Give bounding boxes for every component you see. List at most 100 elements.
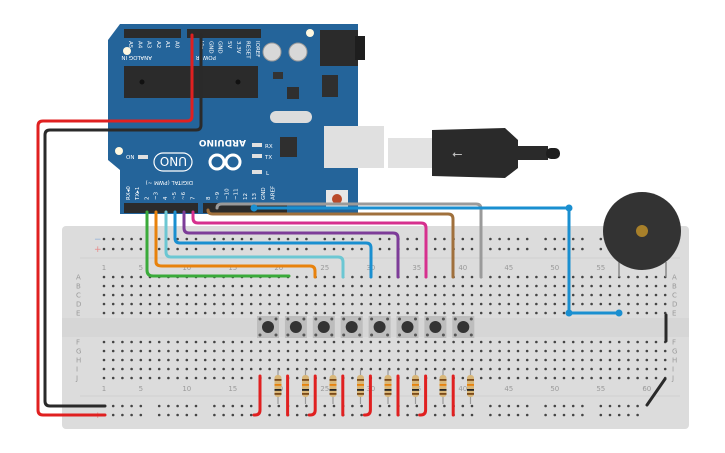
hole[interactable] <box>608 275 612 279</box>
rail-hole[interactable] <box>102 237 106 241</box>
hole[interactable] <box>157 376 161 380</box>
hole[interactable] <box>636 340 639 344</box>
hole[interactable] <box>424 302 428 306</box>
hole[interactable] <box>516 302 520 306</box>
hole[interactable] <box>627 293 630 297</box>
hole[interactable] <box>608 349 612 353</box>
hole[interactable] <box>461 349 465 353</box>
hole[interactable] <box>369 367 373 371</box>
rail-hole[interactable] <box>157 404 161 408</box>
hole[interactable] <box>203 376 207 380</box>
hole[interactable] <box>167 302 170 306</box>
wire-resistor-power-red[interactable] <box>362 374 372 417</box>
hole[interactable] <box>332 275 336 279</box>
hole[interactable] <box>295 293 299 297</box>
hole[interactable] <box>627 358 630 362</box>
rail-hole[interactable] <box>498 247 501 251</box>
rail-hole[interactable] <box>433 237 437 241</box>
rail-hole[interactable] <box>305 237 308 241</box>
rail-hole[interactable] <box>461 237 465 241</box>
hole[interactable] <box>185 349 189 353</box>
wire-joint[interactable] <box>615 309 623 317</box>
hole[interactable] <box>571 367 575 371</box>
hole[interactable] <box>351 376 354 380</box>
hole[interactable] <box>130 367 133 371</box>
hole[interactable] <box>461 293 465 297</box>
hole[interactable] <box>102 302 106 306</box>
hole[interactable] <box>213 302 216 306</box>
hole[interactable] <box>516 349 520 353</box>
hole[interactable] <box>581 340 584 344</box>
hole[interactable] <box>102 293 106 297</box>
hole[interactable] <box>498 284 501 288</box>
hole[interactable] <box>203 358 207 362</box>
rail-hole[interactable] <box>433 413 437 417</box>
rail-hole[interactable] <box>286 247 290 251</box>
hole[interactable] <box>470 340 474 344</box>
hole[interactable] <box>516 340 520 344</box>
hole[interactable] <box>378 275 382 279</box>
rail-hole[interactable] <box>544 404 547 408</box>
hole[interactable] <box>443 358 446 362</box>
rail-hole[interactable] <box>268 413 271 417</box>
rail-hole[interactable] <box>544 413 547 417</box>
hole[interactable] <box>590 340 593 344</box>
hole[interactable] <box>268 349 271 353</box>
hole[interactable] <box>581 376 584 380</box>
hole[interactable] <box>663 349 667 353</box>
hole[interactable] <box>332 311 336 315</box>
rail-hole[interactable] <box>305 404 308 408</box>
rail-hole[interactable] <box>415 247 419 251</box>
hole[interactable] <box>544 358 547 362</box>
wire-resistor-power-red[interactable] <box>307 374 317 417</box>
hole[interactable] <box>397 293 400 297</box>
rail-hole[interactable] <box>277 237 281 241</box>
hole[interactable] <box>213 311 216 315</box>
hole[interactable] <box>654 340 658 344</box>
hole[interactable] <box>139 275 143 279</box>
hole[interactable] <box>627 302 630 306</box>
hole[interactable] <box>369 358 373 362</box>
rail-hole[interactable] <box>121 404 124 408</box>
rail-hole[interactable] <box>562 413 566 417</box>
hole[interactable] <box>259 349 262 353</box>
resistor[interactable] <box>274 369 282 404</box>
hole[interactable] <box>222 367 225 371</box>
rail-hole[interactable] <box>249 237 253 241</box>
hole[interactable] <box>259 302 262 306</box>
hole[interactable] <box>608 284 612 288</box>
rail-hole[interactable] <box>130 247 133 251</box>
hole[interactable] <box>167 311 170 315</box>
hole[interactable] <box>111 367 115 371</box>
rail-hole[interactable] <box>121 247 124 251</box>
hole[interactable] <box>516 293 520 297</box>
hole[interactable] <box>443 275 446 279</box>
hole[interactable] <box>608 302 612 306</box>
hole[interactable] <box>240 311 244 315</box>
hole[interactable] <box>102 311 106 315</box>
rail-hole[interactable] <box>378 413 382 417</box>
hole[interactable] <box>406 284 409 288</box>
hole[interactable] <box>268 376 271 380</box>
hole[interactable] <box>479 367 483 371</box>
rail-hole[interactable] <box>121 237 124 241</box>
wire-joint[interactable] <box>565 309 573 317</box>
hole[interactable] <box>167 340 170 344</box>
rail-hole[interactable] <box>608 404 612 408</box>
rail-hole[interactable] <box>185 237 189 241</box>
hole[interactable] <box>121 293 124 297</box>
hole[interactable] <box>378 293 382 297</box>
hole[interactable] <box>167 376 170 380</box>
hole[interactable] <box>599 293 603 297</box>
hole[interactable] <box>617 302 621 306</box>
hole[interactable] <box>590 376 593 380</box>
hole[interactable] <box>148 367 152 371</box>
hole[interactable] <box>461 358 465 362</box>
hole[interactable] <box>636 293 639 297</box>
hole[interactable] <box>259 293 262 297</box>
hole[interactable] <box>507 275 511 279</box>
hole[interactable] <box>654 302 658 306</box>
hole[interactable] <box>286 349 290 353</box>
hole[interactable] <box>240 284 244 288</box>
